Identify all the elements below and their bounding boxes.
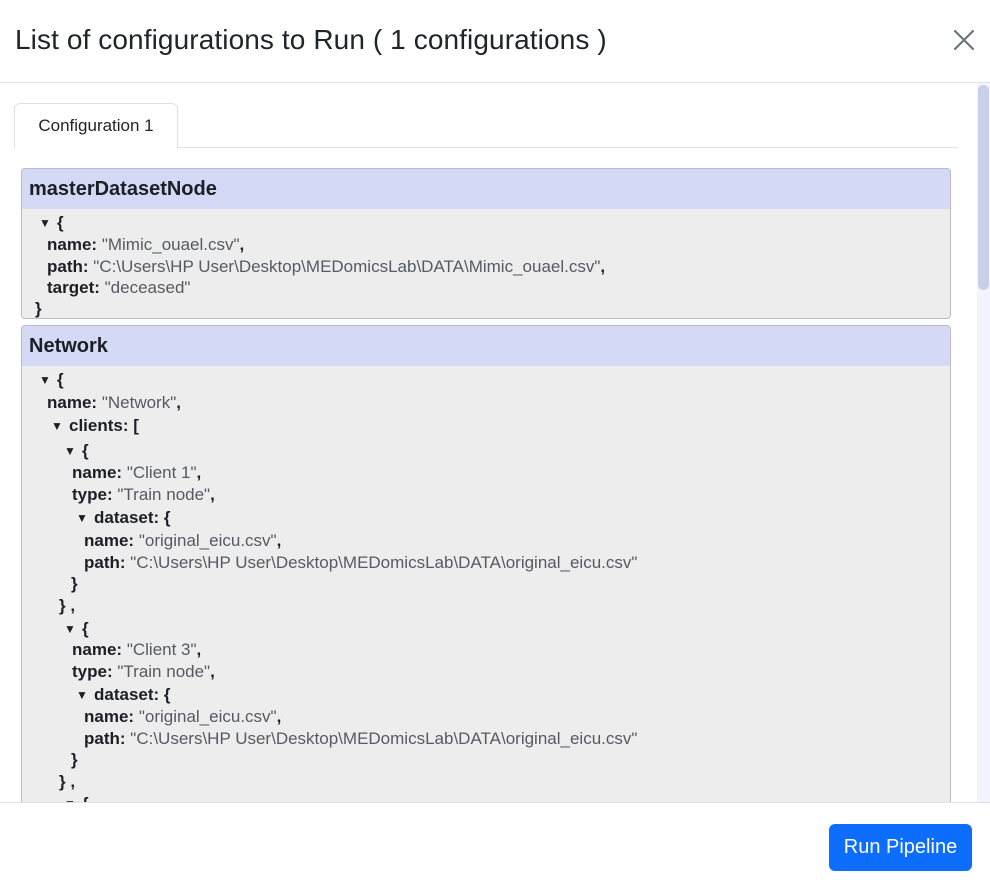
json-field: path: "C:\Users\HP User\Desktop\MEDomics… — [84, 729, 638, 748]
master-dataset-node-panel: masterDatasetNode ▼{ name: "Mimic_ouael.… — [21, 168, 951, 319]
json-field: type: "Train node", — [72, 662, 215, 681]
json-field: target: "deceased" — [47, 278, 191, 297]
expand-toggle-icon[interactable]: ▼ — [39, 216, 51, 230]
json-field: path: "C:\Users\HP User\Desktop\MEDomics… — [84, 553, 638, 572]
json-field: name: "original_eicu.csv", — [84, 707, 282, 726]
expand-toggle-icon[interactable]: ▼ — [64, 444, 76, 458]
network-panel: Network ▼{ name: "Network", ▼clients: [ … — [21, 325, 951, 802]
json-field: path: "C:\Users\HP User\Desktop\MEDomics… — [47, 257, 606, 276]
json-field: name: "Client 1", — [72, 463, 202, 482]
json-field: type: "Train node", — [72, 485, 215, 504]
json-field: name: "Network", — [47, 393, 181, 412]
scrollbar-thumb[interactable] — [978, 85, 989, 290]
expand-toggle-icon[interactable]: ▼ — [64, 793, 82, 802]
expand-toggle-icon[interactable]: ▼ — [39, 373, 51, 387]
config-tabs: Configuration 1 — [14, 103, 958, 149]
panel-title: Network — [22, 326, 950, 366]
expand-toggle-icon[interactable]: ▼ — [76, 688, 88, 702]
modal-footer: Run Pipeline — [0, 802, 990, 885]
tab-configuration-1[interactable]: Configuration 1 — [14, 103, 178, 149]
json-field: name: "original_eicu.csv", — [84, 531, 282, 550]
modal-title: List of configurations to Run ( 1 config… — [15, 24, 607, 55]
modal-body: Configuration 1 masterDatasetNode ▼{ nam… — [0, 83, 990, 802]
run-pipeline-button[interactable]: Run Pipeline — [829, 824, 972, 871]
panel-title: masterDatasetNode — [22, 169, 950, 209]
json-field: name: "Client 3", — [72, 640, 202, 659]
close-icon[interactable] — [950, 26, 978, 54]
expand-toggle-icon[interactable]: ▼ — [64, 622, 76, 636]
json-field: name: "Mimic_ouael.csv", — [47, 235, 245, 254]
expand-toggle-icon[interactable]: ▼ — [51, 419, 63, 433]
modal-header: List of configurations to Run ( 1 config… — [0, 0, 990, 83]
expand-toggle-icon[interactable]: ▼ — [76, 511, 88, 525]
